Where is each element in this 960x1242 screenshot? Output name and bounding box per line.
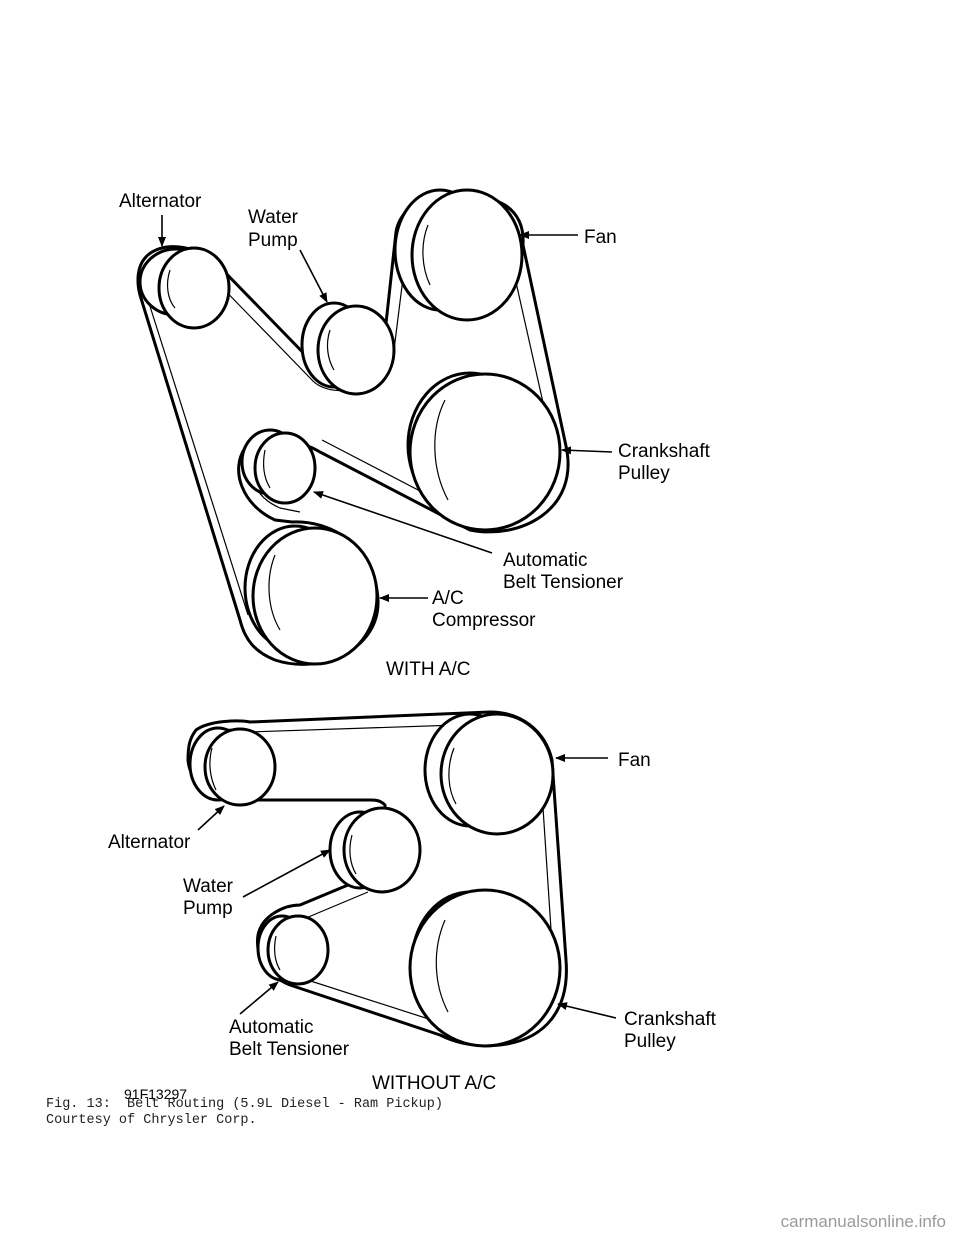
without-ac-alternator-pulley: [188, 726, 277, 807]
heading-with-ac: WITH A/C: [386, 659, 470, 680]
with-ac-diagram: Alternator Water Pump Fan Crankshaft Pul…: [119, 188, 711, 680]
label-crankshaft-2: Crankshaft: [624, 1009, 717, 1030]
alternator-leader-2: [197, 805, 225, 831]
label-ac: A/C: [432, 588, 464, 609]
label-water-1: Water: [248, 207, 299, 228]
label-compressor: Compressor: [432, 610, 536, 631]
with-ac-crankshaft-pulley: [406, 371, 562, 532]
with-ac-alternator-pulley: [138, 246, 231, 330]
figure-caption-line-1: Fig. 13: Belt Routing (5.9L Diesel - Ram…: [46, 1097, 443, 1112]
crankshaft-leader-2: [557, 1002, 617, 1019]
without-ac-water-pump-pulley: [328, 806, 422, 894]
label-alternator-2: Alternator: [108, 832, 191, 853]
label-pump-1: Pump: [248, 230, 298, 251]
label-water-2: Water: [183, 876, 234, 897]
label-pulley-2: Pulley: [624, 1031, 676, 1052]
label-automatic-2: Automatic: [229, 1017, 313, 1038]
figure-caption-line-2: Courtesy of Chrysler Corp.: [46, 1113, 257, 1128]
with-ac-fan-pulley: [393, 188, 524, 322]
without-ac-crankshaft-pulley: [408, 888, 562, 1048]
label-pulley-1: Pulley: [618, 463, 670, 484]
label-pump-2: Pump: [183, 898, 233, 919]
label-alternator-1: Alternator: [119, 191, 202, 212]
label-belt-tensioner-2: Belt Tensioner: [229, 1039, 350, 1060]
watermark: carmanualsonline.info: [780, 1212, 946, 1231]
without-ac-tensioner-pulley: [256, 914, 330, 986]
label-fan-2: Fan: [618, 750, 651, 771]
heading-without-ac: WITHOUT A/C: [372, 1073, 496, 1094]
figure-code: 91F13297: [124, 1086, 187, 1102]
label-fan-1: Fan: [584, 227, 617, 248]
with-ac-water-pump-pulley: [300, 301, 396, 396]
label-crankshaft-1: Crankshaft: [618, 441, 711, 462]
water-pump-leader-2: [242, 849, 331, 898]
without-ac-fan-pulley: [423, 712, 555, 836]
with-ac-compressor-pulley: [243, 524, 379, 666]
label-belt-tensioner-1: Belt Tensioner: [503, 572, 624, 593]
water-pump-leader-1: [299, 249, 328, 303]
tensioner-leader-2: [239, 981, 279, 1015]
crankshaft-leader-1: [561, 446, 613, 455]
without-ac-diagram: Fan Alternator Water Pump Crankshaft Pul…: [108, 710, 717, 1094]
with-ac-tensioner-pulley: [240, 428, 317, 505]
label-automatic-1: Automatic: [503, 550, 587, 571]
tensioner-leader-1: [313, 491, 493, 554]
